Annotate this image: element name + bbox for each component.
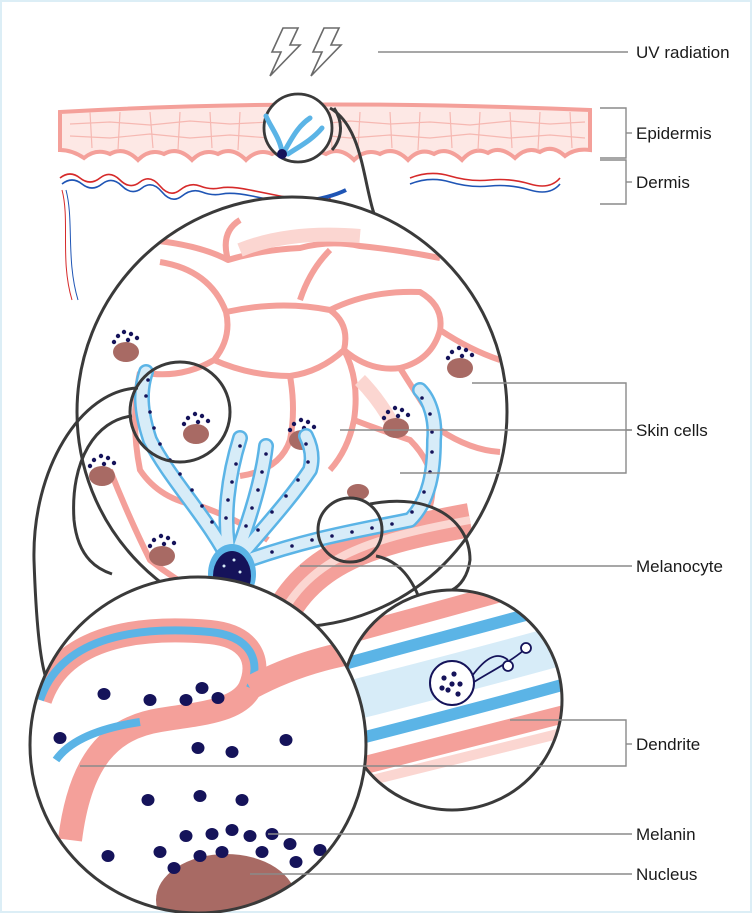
skin-cells-circle bbox=[77, 197, 507, 640]
label-melanin: Melanin bbox=[636, 825, 696, 844]
label-uv-radiation: UV radiation bbox=[636, 43, 730, 62]
nucleus-circle bbox=[30, 577, 420, 913]
lightning-icon bbox=[270, 28, 300, 76]
lightning-icon bbox=[311, 28, 341, 76]
label-skin-cells: Skin cells bbox=[636, 421, 708, 440]
label-dermis: Dermis bbox=[636, 173, 690, 192]
label-melanocyte: Melanocyte bbox=[636, 557, 723, 576]
small-melanocyte bbox=[264, 94, 332, 162]
label-nucleus: Nucleus bbox=[636, 865, 697, 884]
label-epidermis: Epidermis bbox=[636, 124, 712, 143]
label-dendrite: Dendrite bbox=[636, 735, 700, 754]
